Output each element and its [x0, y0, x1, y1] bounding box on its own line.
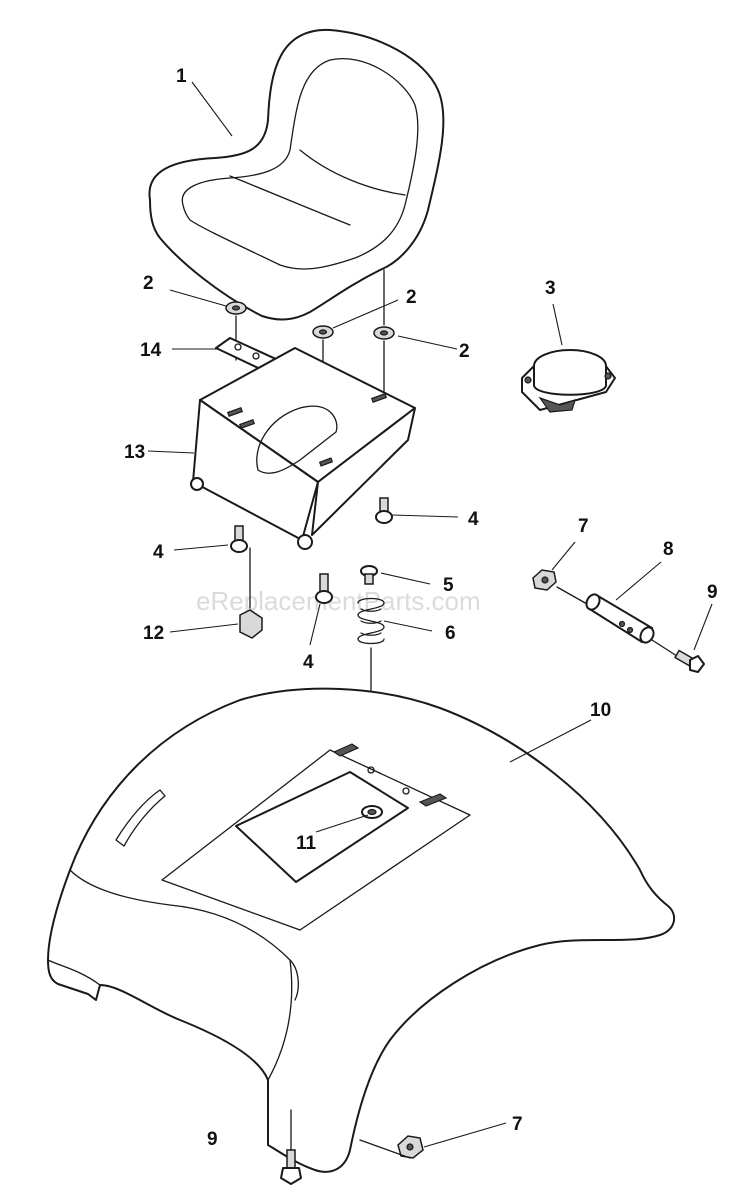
part-10-fender [47, 687, 676, 1173]
part-7-nut [532, 569, 557, 591]
callout-7: 7 [578, 516, 589, 537]
callout-2: 2 [406, 287, 417, 308]
part-13-seat-bracket [190, 347, 416, 550]
part-5-screw [360, 565, 378, 585]
callout-10: 10 [590, 700, 611, 721]
part-2-washer [225, 301, 247, 315]
part-2-washer [373, 326, 395, 340]
watermark: eReplacementParts.com [196, 586, 481, 616]
callout-7: 7 [512, 1114, 523, 1135]
callout-14: 14 [140, 340, 162, 361]
callout-3: 3 [545, 278, 556, 299]
callout-4: 4 [153, 542, 164, 563]
callout-13: 13 [124, 442, 145, 463]
part-9-bolt [280, 1109, 302, 1185]
callout-9: 9 [207, 1129, 218, 1150]
part-2-washer [312, 325, 334, 339]
part-4-bolt [315, 573, 333, 604]
callout-9: 9 [707, 582, 718, 603]
callout-4: 4 [303, 652, 314, 673]
callout-12: 12 [143, 623, 164, 644]
callout-4: 4 [468, 509, 479, 530]
callout-1: 1 [176, 66, 187, 87]
part-3-seat-switch [521, 349, 616, 413]
part-4-bolt [375, 497, 393, 524]
part-6-spring [357, 597, 385, 645]
callout-2: 2 [459, 341, 470, 362]
callout-5: 5 [443, 575, 454, 596]
callout-8: 8 [663, 539, 674, 560]
part-8-pivot-tube [556, 586, 681, 659]
part-9-bolt [674, 649, 705, 673]
leader-lines [147, 81, 713, 1148]
callout-11: 11 [296, 833, 317, 854]
part-12-bumper [239, 547, 263, 639]
callout-6: 6 [445, 623, 456, 644]
part-4-bolt [230, 525, 248, 553]
callout-labels: 1 2 2 2 3 14 13 4 4 4 5 6 7 8 9 12 10 11… [124, 66, 718, 1150]
part-7-nut [397, 1135, 424, 1159]
part-1-seat [148, 28, 445, 321]
callout-2: 2 [143, 273, 154, 294]
